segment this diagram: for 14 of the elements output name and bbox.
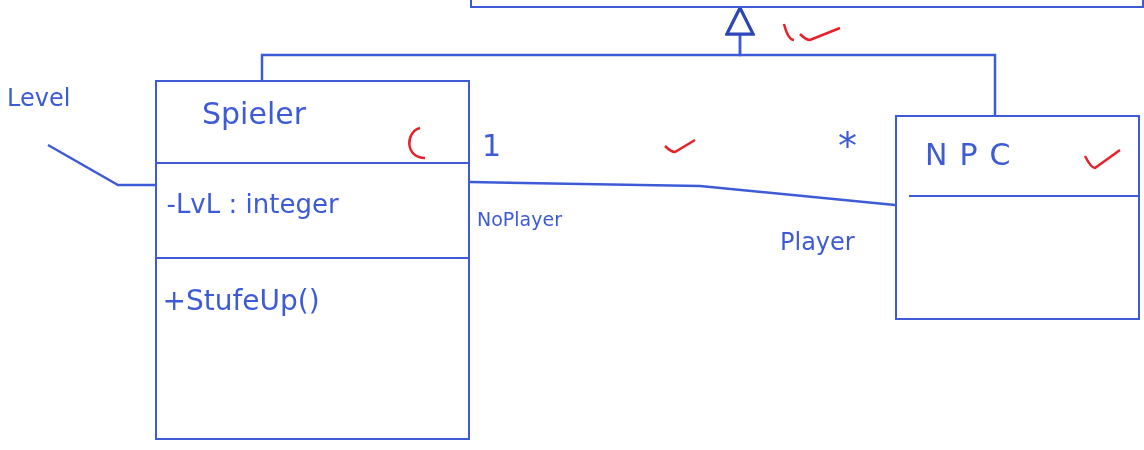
multiplicity: * [838, 124, 857, 168]
role-name: Player [780, 228, 855, 256]
role-name: NoPlayer [477, 208, 562, 230]
note-text: Level [7, 84, 71, 112]
class-box [155, 80, 470, 440]
class-name: Spieler [202, 96, 306, 131]
class-box [895, 115, 1140, 320]
operation-text: +StufeUp() [162, 284, 320, 317]
association-line [469, 180, 896, 207]
attribute-text: -LvL : integer [166, 189, 339, 219]
leader-line [47, 143, 155, 187]
class-name: NPC [925, 137, 1023, 172]
generalization-arrow [725, 6, 997, 115]
multiplicity: 1 [482, 128, 502, 163]
